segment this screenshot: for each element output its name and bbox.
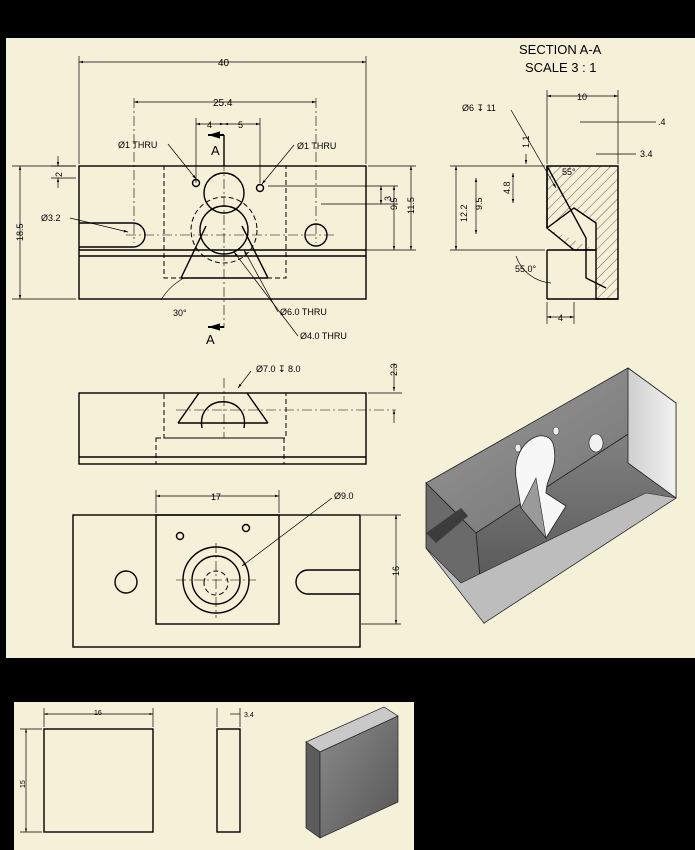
part-drawing-svg: 16 15 3.4	[20, 706, 399, 839]
section-mark-top: A	[211, 143, 220, 158]
section-scale: SCALE 3 : 1	[525, 60, 597, 75]
section-dim-3-4: 3.4	[640, 149, 653, 159]
note-hole-4: Ø4.0 THRU	[300, 331, 347, 341]
dim-18-5: 18.5	[15, 223, 25, 241]
section-dim-4: .4	[658, 117, 666, 127]
part-dim-3-4: 3.4	[244, 712, 254, 719]
section-note-hole: Ø6 ↧ 11	[462, 103, 496, 113]
section-dim-9-5: 9.5	[474, 197, 484, 210]
main-drawing-sheet: A A 40 25.4 4 5 Ø1 THRU Ø1 THRU 2 Ø3.2	[6, 38, 695, 658]
front-view: Ø7.0 ↧ 8.0 2.3	[78, 363, 402, 465]
section-dim-12-2: 12.2	[459, 204, 469, 222]
part-dim-16: 16	[94, 710, 102, 717]
main-drawing-svg: A A 40 25.4 4 5 Ø1 THRU Ø1 THRU 2 Ø3.2	[12, 42, 677, 648]
dim-25-4: 25.4	[213, 98, 233, 109]
note-boss: Ø9.0	[334, 491, 354, 501]
section-angle-55: 55°	[562, 167, 576, 177]
dim-2: 2	[54, 172, 64, 177]
dim-2-3: 2.3	[389, 363, 399, 376]
top-view: A A 40 25.4 4 5 Ø1 THRU Ø1 THRU 2 Ø3.2	[12, 56, 416, 347]
dim-angle-30: 30°	[173, 308, 187, 318]
section-angle-55-0: 55.0°	[515, 264, 537, 274]
isometric-view	[425, 367, 677, 625]
dim-9-5: 9.5	[389, 197, 399, 210]
section-dim-4-8: 4.8	[502, 181, 512, 194]
section-dim-4-bottom: 4	[558, 313, 563, 323]
note-counterbore: Ø7.0 ↧ 8.0	[256, 364, 301, 374]
part-dim-15: 15	[20, 780, 27, 788]
note-slot: Ø3.2	[41, 213, 61, 223]
part-isometric-view	[305, 706, 399, 839]
bottom-view: 17 Ø9.0 16	[72, 490, 401, 648]
section-view: SECTION A-A SCALE 3 : 1 10 Ø6 ↧ 11 .4 3.…	[450, 42, 666, 324]
part-side-view: 3.4	[216, 708, 254, 833]
section-dim-10: 10	[577, 92, 587, 102]
note-hole-left: Ø1 THRU	[118, 140, 157, 150]
section-dim-1-1: 1.1	[521, 135, 531, 148]
section-mark-bottom: A	[206, 332, 215, 347]
part-drawing-sheet: 16 15 3.4	[14, 702, 414, 850]
dim-11-5: 11.5	[406, 197, 416, 214]
dim-5: 5	[238, 120, 243, 130]
note-hole-right: Ø1 THRU	[297, 141, 336, 151]
dim-17: 17	[211, 492, 221, 502]
dim-16: 16	[391, 566, 401, 576]
dim-40: 40	[218, 58, 230, 69]
part-front-view: 16 15	[20, 708, 154, 833]
note-hole-6: Ø6.0 THRU	[280, 307, 327, 317]
dim-3: 3	[383, 196, 393, 201]
section-title: SECTION A-A	[519, 42, 602, 57]
dim-4: 4	[207, 120, 212, 130]
